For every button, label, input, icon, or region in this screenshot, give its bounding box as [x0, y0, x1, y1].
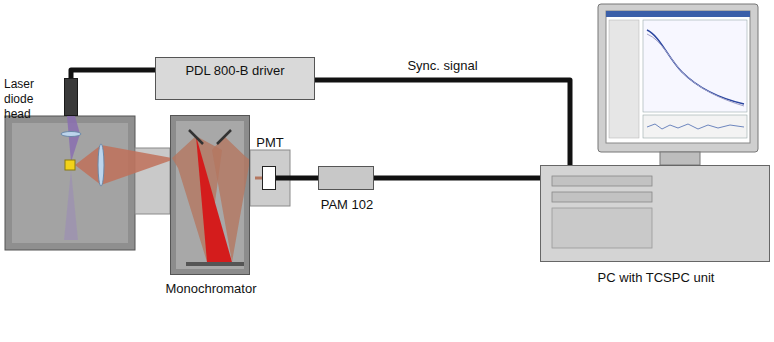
pc-case: [540, 165, 770, 262]
node-label: PMT: [256, 135, 283, 150]
sample-chamber: [5, 116, 135, 250]
tcspc-card: [552, 208, 652, 248]
transmitted-beam: [64, 170, 78, 240]
cable: [71, 70, 155, 78]
amplifier-box: PAM 102: [318, 166, 374, 190]
node-label: Monochromator: [165, 281, 256, 296]
signal-label: Sync. signal: [405, 58, 479, 73]
residual-plot: [643, 115, 747, 138]
collection-lens: [98, 144, 104, 186]
emission-beam: [101, 145, 172, 185]
mirror: [217, 130, 231, 144]
grating: [186, 262, 244, 266]
monochromator-beam: [212, 136, 250, 262]
node-label: PDL 800-B driver: [156, 63, 314, 78]
drive-bay: [552, 176, 652, 186]
mirror: [189, 130, 203, 144]
excitation-lens: [61, 132, 81, 137]
decay-curve: [647, 30, 744, 104]
fit-curve: [647, 34, 744, 106]
exit-beam: [255, 177, 262, 180]
monitor-frame: [598, 4, 758, 152]
node-label: Laser diode head: [4, 77, 62, 122]
cable: [315, 80, 570, 165]
cable: [276, 176, 318, 181]
emission-beam: [75, 145, 101, 185]
window-titlebar: [606, 11, 750, 17]
monitor-stand: [660, 152, 700, 165]
monitor-screen: [606, 11, 750, 143]
cable: [374, 176, 540, 181]
decay-plot: [643, 20, 747, 112]
node-label: PC with TCSPC unit: [598, 270, 715, 285]
excitation-beam: [67, 116, 80, 162]
monochromator-box: Monochromator: [170, 115, 250, 275]
driver-box: PDL 800-B driver: [155, 57, 315, 100]
control-panel: [609, 20, 639, 138]
pmt-box: PMT: [262, 166, 276, 190]
monochromator-housing: [170, 115, 250, 275]
drive-bay: [552, 192, 652, 202]
laser-head: Laser diode head: [64, 78, 78, 116]
sample-cuvette: [65, 160, 75, 170]
residuals: [647, 124, 744, 129]
node-label: PAM 102: [321, 197, 374, 212]
pc-box: PC with TCSPC unit: [540, 165, 770, 262]
